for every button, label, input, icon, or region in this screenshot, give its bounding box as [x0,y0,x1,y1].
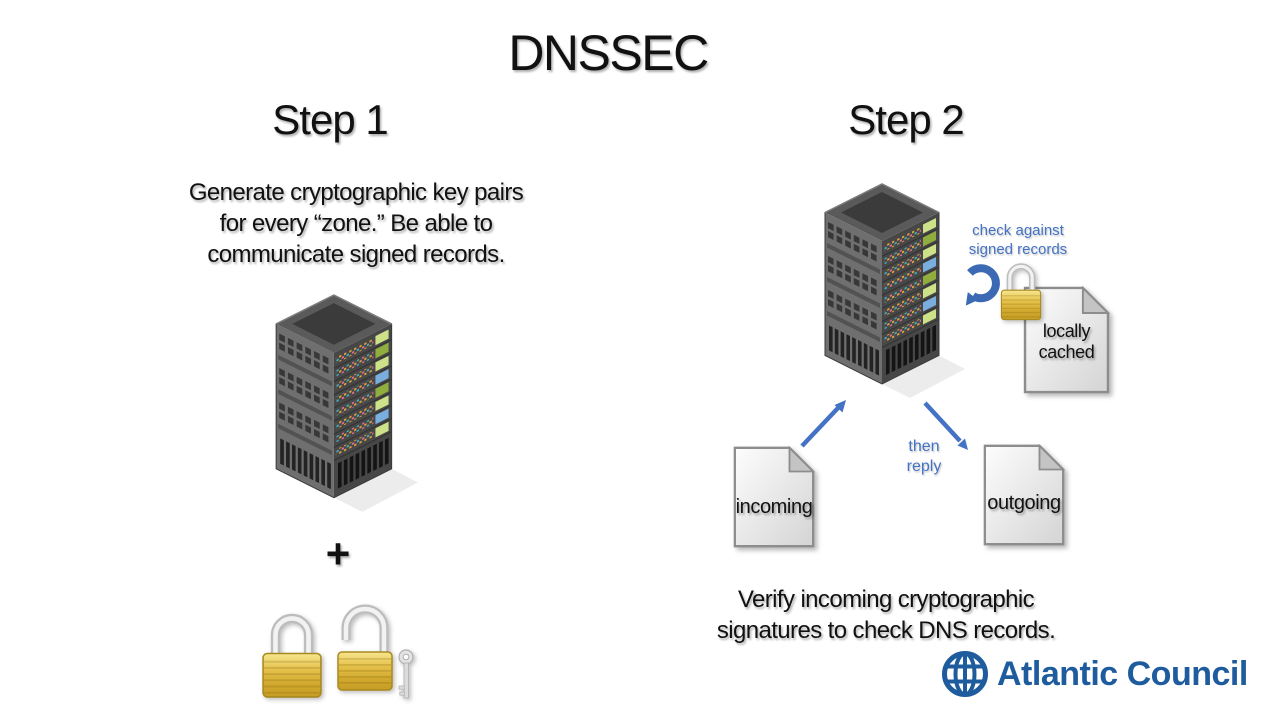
check-against-label: check against signed records [968,222,1068,258]
curved-arrow-icon [965,264,1000,306]
step1-heading: Step 1 [272,96,388,143]
cached-doc-label: locally cached [1038,321,1095,362]
down-right-arrow-icon [923,401,968,450]
logo-text: Atlantic Council [997,654,1248,693]
step2-heading: Step 2 [848,96,964,143]
closed-padlock-icon [261,606,323,699]
up-right-arrow-icon [800,400,846,448]
atlantic-council-logo: Atlantic Council [941,650,1248,698]
incoming-doc-label: incoming [735,496,813,518]
open-padlock-icon [333,594,397,694]
step1-description: Generate cryptographic key pairs for eve… [188,179,524,268]
outgoing-doc-label: outgoing [987,492,1061,514]
step2-description: Verify incoming cryptographic signatures… [716,586,1056,644]
key-icon [396,648,416,703]
server-tower-icon [266,290,418,523]
server-tower-icon [815,179,965,409]
page-title: DNSSEC [508,25,709,81]
closed-padlock-icon [1000,258,1042,321]
then-reply-label: then reply [906,438,942,475]
plus-sign: + [325,530,351,577]
globe-icon [941,650,989,698]
